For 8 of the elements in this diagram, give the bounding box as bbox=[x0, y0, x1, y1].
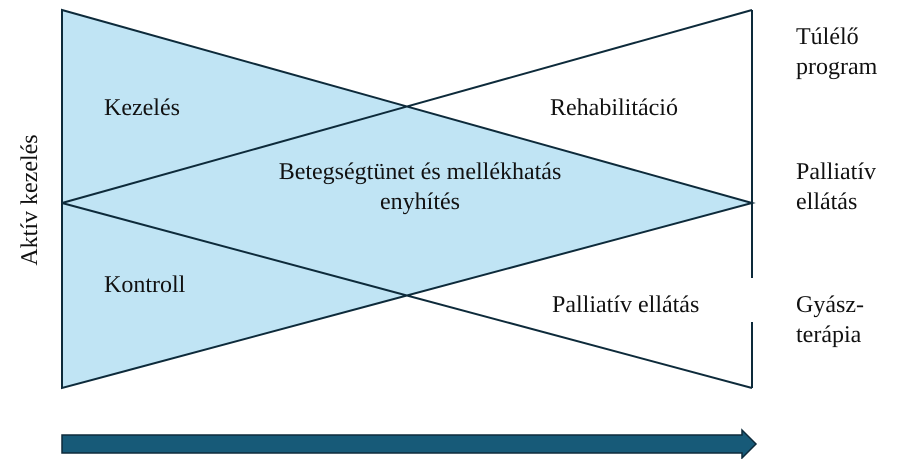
region-label: Kontroll bbox=[104, 271, 186, 300]
stage-label: Túlélő program bbox=[796, 23, 878, 82]
stage-label: Palliatív ellátás bbox=[796, 158, 877, 217]
region-label: Kezelés bbox=[104, 94, 181, 123]
region-label: Rehabilitáció bbox=[550, 94, 679, 123]
axis-label: Aktív kezelés bbox=[16, 134, 44, 266]
stage-label: Gyász- terápia bbox=[796, 291, 865, 350]
region-label: Betegségtünet és mellékhatás enyhítés bbox=[278, 158, 562, 217]
